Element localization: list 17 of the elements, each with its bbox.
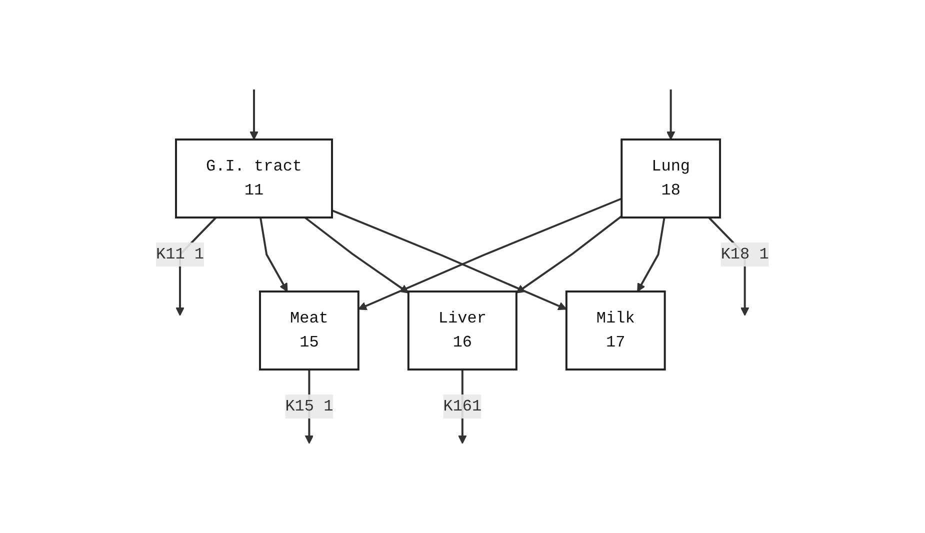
edge-label: K18 1 [720,246,769,264]
arrow [260,217,288,292]
arrow [358,198,622,310]
node-box: G.I. tract 11 [175,138,334,218]
node-box: Lung 18 [620,138,722,218]
edge-label: K161 [443,398,482,416]
edge-label: K11 1 [156,246,204,264]
node-box: Liver 16 [407,290,518,370]
edge-label: K15 1 [285,398,334,416]
node-box: Milk 17 [566,290,666,370]
arrow [666,90,676,140]
node-box: Meat 15 [259,290,360,370]
arrow [304,216,409,294]
arrow [332,209,567,310]
arrow [516,215,622,294]
arrow [637,217,666,292]
arrow [250,90,258,140]
